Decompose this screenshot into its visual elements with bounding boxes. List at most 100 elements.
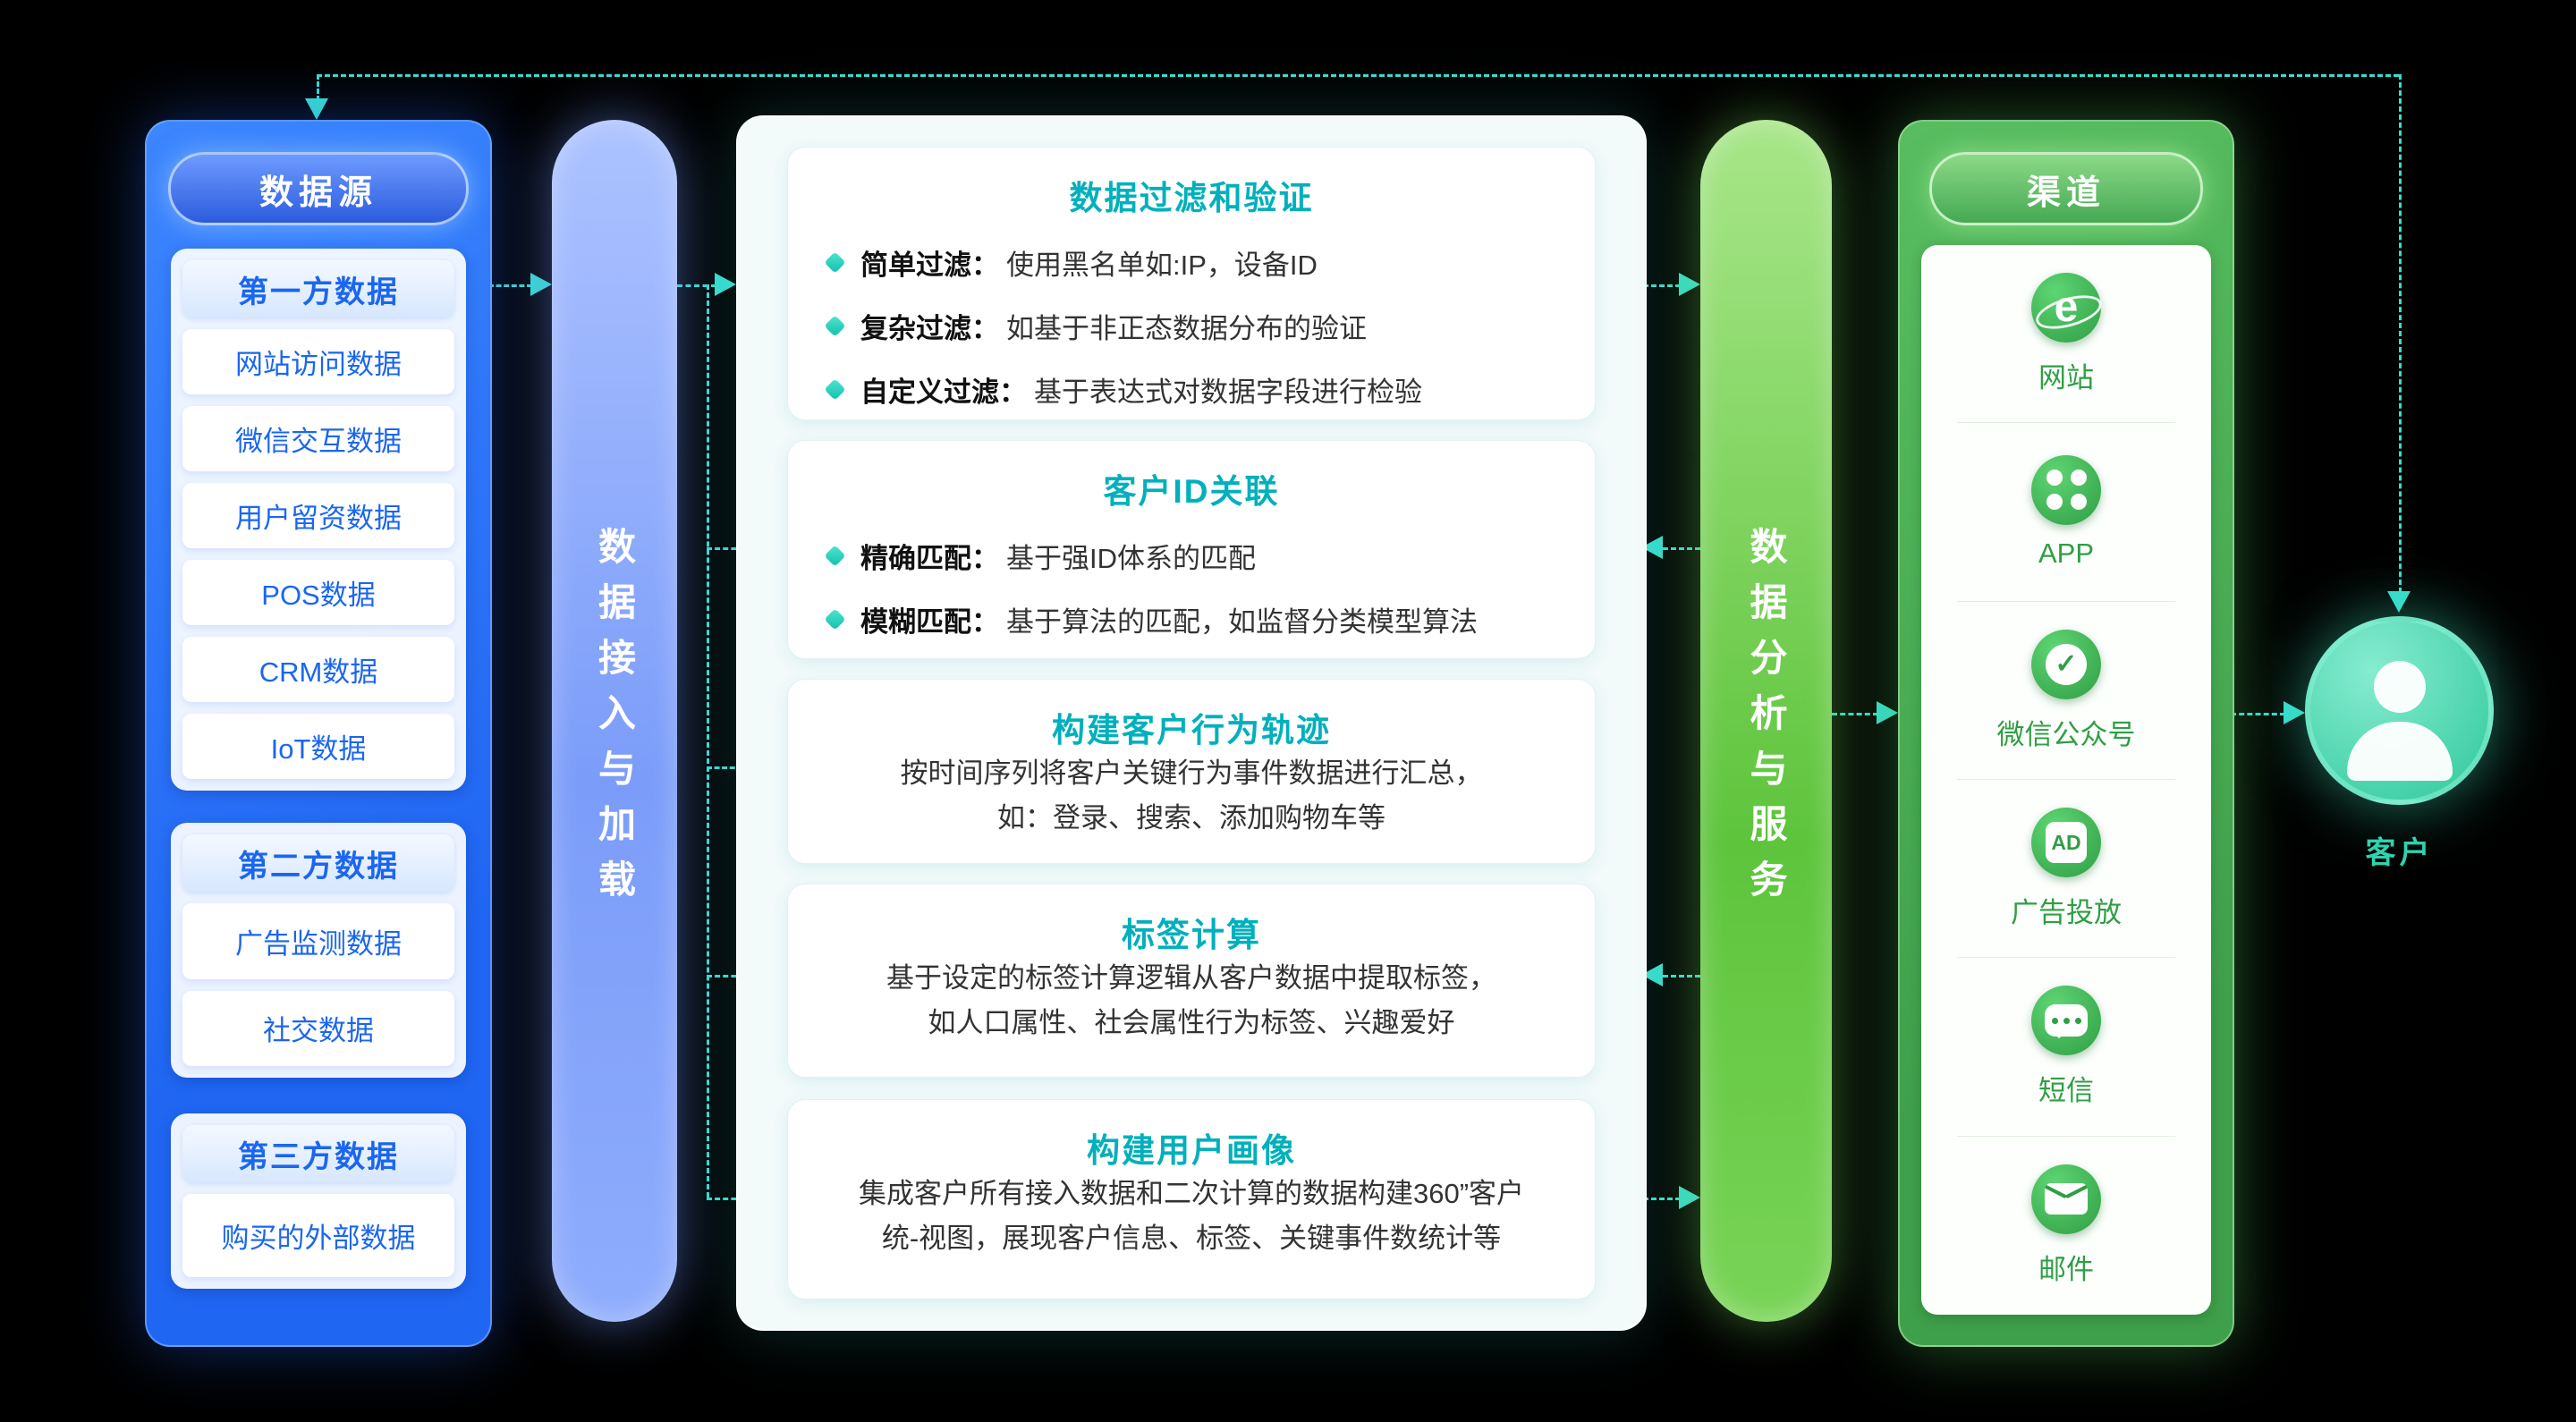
card-behavior-track: 构建客户行为轨迹 按时间序列将客户关键行为事件数据进行汇总， 如：登录、搜索、添… (787, 679, 1596, 864)
channel-email: 邮件 (1921, 1137, 2211, 1315)
bullet-row: 模糊匹配： 基于算法的匹配，如监督分类模型算法 (824, 599, 1555, 639)
channels-panel: 渠道 e 网站 APP ✓ (1898, 120, 2234, 1347)
person-body (2346, 722, 2453, 781)
app-grid-dots (2046, 470, 2087, 511)
arrow-into-customer-top (2387, 591, 2411, 613)
ingest-bar: 数据接入与加载 (552, 120, 677, 1322)
ad-icon-text: AD (2046, 822, 2087, 864)
person-head (2373, 661, 2426, 713)
customer-label: 客户 (2365, 836, 2434, 870)
channel-label: APP (2038, 537, 2095, 569)
card-user-profile: 构建用户画像 集成客户所有接入数据和二次计算的数据构建360”客户 统-视图，展… (787, 1099, 1596, 1299)
card-text-line: 按时间序列将客户关键行为事件数据进行汇总， (900, 758, 1483, 789)
card-title: 构建客户行为轨迹 (1052, 712, 1331, 749)
connector-feedback-right-drop (2399, 74, 2402, 593)
connector-analysis-to-channels (1832, 713, 1878, 715)
arrow-into-analysis-bar-bottom (1679, 1186, 1700, 1209)
connector-feedback-left-drop (317, 74, 319, 101)
card-title: 客户ID关联 (1103, 473, 1280, 510)
card-text-line: 统-视图，展现客户信息、标签、关键事件数统计等 (881, 1223, 1502, 1254)
browser-icon: e (2031, 273, 2106, 343)
ingest-bar-label: 数据接入与加载 (593, 527, 636, 915)
arrow-into-data-sources (305, 98, 328, 120)
analysis-bar: 数据分析与服务 (1700, 120, 1832, 1322)
card-text-line: 如：登录、搜索、添加购物车等 (997, 802, 1385, 834)
card-text-line: 集成客户所有接入数据和二次计算的数据构建360”客户 (858, 1178, 1525, 1209)
card-title: 数据过滤和验证 (1069, 180, 1314, 216)
connector-feedback-top (317, 74, 2399, 77)
channel-wechat-official: ✓ 微信公众号 (1921, 602, 2211, 781)
wechat-official-check-icon: ✓ (2031, 629, 2101, 699)
bullet-row: 自定义过滤： 基于表达式对数据字段进行检验 (824, 369, 1555, 410)
channels-title: 渠道 (2026, 174, 2106, 212)
diamond-bullet-icon (824, 378, 846, 401)
channel-label: 短信 (2038, 1075, 2094, 1107)
channels-title-badge: 渠道 (1929, 152, 2203, 225)
card-title: 标签计算 (1122, 917, 1261, 953)
bullet-label: 简单过滤： (860, 250, 999, 281)
customer-avatar-icon (2305, 616, 2494, 805)
bullet-text: 基于算法的匹配，如监督分类模型算法 (1006, 606, 1478, 638)
diamond-bullet-icon (824, 608, 846, 631)
card-text-line: 基于设定的标签计算逻辑从客户数据中提取标签， (886, 962, 1496, 994)
data-source-item: 微信交互数据 (182, 406, 454, 471)
connector-ingest-to-process (677, 284, 716, 287)
email-envelope-icon (2031, 1164, 2101, 1234)
check-badge: ✓ (2046, 643, 2087, 685)
connector-analysis-to-idcard (1663, 547, 1700, 550)
bullet-text: 基于表达式对数据字段进行检验 (1034, 377, 1422, 408)
connector-profile-to-analysis (1643, 1198, 1681, 1200)
group-header-first-party: 第一方数据 (182, 260, 454, 317)
card-data-filtering: 数据过滤和验证 简单过滤： 使用黑名单如:IP，设备ID 复杂过滤： 如基于非正… (787, 147, 1596, 420)
bullet-label: 模糊匹配： (860, 606, 999, 638)
processing-panel: 数据过滤和验证 简单过滤： 使用黑名单如:IP，设备ID 复杂过滤： 如基于非正… (736, 115, 1647, 1331)
browser-icon-letter: e (2054, 284, 2079, 332)
group-header-third-party: 第三方数据 (182, 1125, 454, 1182)
data-source-item: CRM数据 (182, 637, 454, 702)
bullet-row: 精确匹配： 基于强ID体系的匹配 (824, 536, 1555, 576)
data-source-item: 社交数据 (182, 990, 454, 1066)
channel-label: 邮件 (2038, 1253, 2094, 1285)
envelope-shape (2045, 1183, 2088, 1215)
channel-sms: 短信 (1921, 958, 2211, 1137)
data-source-item: 用户留资数据 (182, 483, 454, 548)
sms-bubble-icon (2031, 986, 2101, 1056)
arrow-into-channels-panel (1877, 701, 1898, 724)
data-source-group-third-party: 第三方数据 购买的外部数据 (171, 1113, 466, 1289)
bullet-text: 基于强ID体系的匹配 (1006, 543, 1256, 574)
channel-label: 网站 (2038, 362, 2094, 394)
group-header-second-party: 第二方数据 (182, 834, 454, 892)
connector-filter-to-analysis (1643, 284, 1681, 287)
connector-left-distribution (707, 284, 709, 1198)
connector-sources-to-ingest (488, 284, 532, 287)
bullet-row: 复杂过滤： 如基于非正态数据分布的验证 (824, 306, 1555, 346)
channel-app: APP (1921, 423, 2211, 602)
data-sources-panel: 数据源 第一方数据 网站访问数据 微信交互数据 用户留资数据 POS数据 CRM… (145, 120, 492, 1347)
bullet-text: 使用黑名单如:IP，设备ID (1006, 250, 1318, 281)
channels-list: e 网站 APP ✓ 微信公众号 (1921, 245, 2211, 1315)
check-glyph: ✓ (2055, 648, 2078, 679)
arrow-into-analysis-bar-top (1679, 273, 1700, 296)
data-sources-title: 数据源 (258, 174, 377, 212)
bullet-label: 复杂过滤： (860, 313, 999, 344)
data-source-item: 购买的外部数据 (182, 1194, 454, 1277)
app-grid-icon (2031, 454, 2101, 525)
connector-analysis-to-tagcard (1663, 975, 1700, 978)
arrow-into-process-panel (715, 273, 736, 296)
analysis-bar-label: 数据分析与服务 (1745, 527, 1787, 915)
data-source-group-second-party: 第二方数据 广告监测数据 社交数据 (171, 823, 466, 1078)
card-tag-computation: 标签计算 基于设定的标签计算逻辑从客户数据中提取标签， 如人口属性、社会属性行为… (787, 884, 1596, 1078)
data-source-item: 广告监测数据 (182, 903, 454, 979)
data-sources-title-badge: 数据源 (168, 152, 469, 225)
channel-label: 微信公众号 (1996, 718, 2136, 750)
diamond-bullet-icon (824, 251, 846, 274)
arrow-into-ingest-bar (530, 273, 552, 296)
data-source-item: IoT数据 (182, 714, 454, 779)
diamond-bullet-icon (824, 545, 846, 567)
data-source-group-first-party: 第一方数据 网站访问数据 微信交互数据 用户留资数据 POS数据 CRM数据 I… (171, 249, 466, 791)
data-source-item: 网站访问数据 (182, 329, 454, 394)
bullet-label: 精确匹配： (860, 543, 999, 574)
ad-icon: AD (2031, 808, 2101, 878)
bullet-text: 如基于非正态数据分布的验证 (1006, 313, 1367, 344)
